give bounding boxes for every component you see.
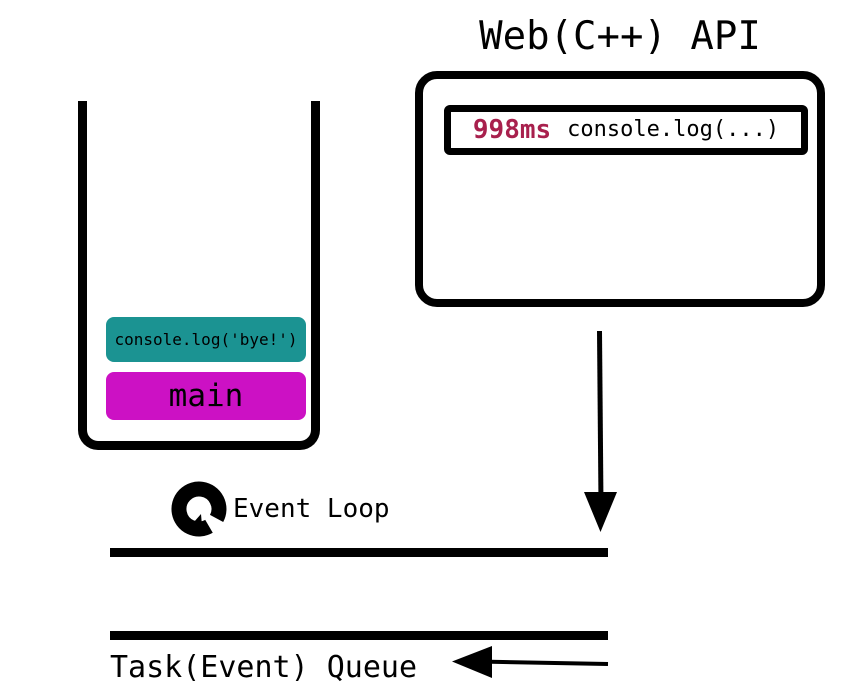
web-api-box: 998ms console.log(...) [415, 71, 825, 307]
web-api-title: Web(C++) API [479, 14, 761, 59]
circular-arrow-icon [171, 481, 227, 537]
web-api-timer-entry: 998ms console.log(...) [444, 105, 808, 155]
event-loop-group: Event Loop [171, 481, 390, 537]
event-loop-rail [110, 548, 608, 557]
timer-duration: 998ms [472, 115, 552, 145]
webapi-to-queue-arrow [584, 330, 617, 532]
call-stack-container: console.log('bye!') main [78, 101, 320, 450]
task-queue-rail [110, 631, 608, 640]
stack-frame-main: main [106, 372, 306, 420]
stack-frame-console-log: console.log('bye!') [106, 317, 306, 362]
event-loop-label: Event Loop [233, 494, 390, 524]
task-queue-label: Task(Event) Queue [110, 650, 418, 685]
queue-enqueue-arrow [452, 646, 609, 678]
timer-callback-label: console.log(...) [567, 117, 780, 142]
